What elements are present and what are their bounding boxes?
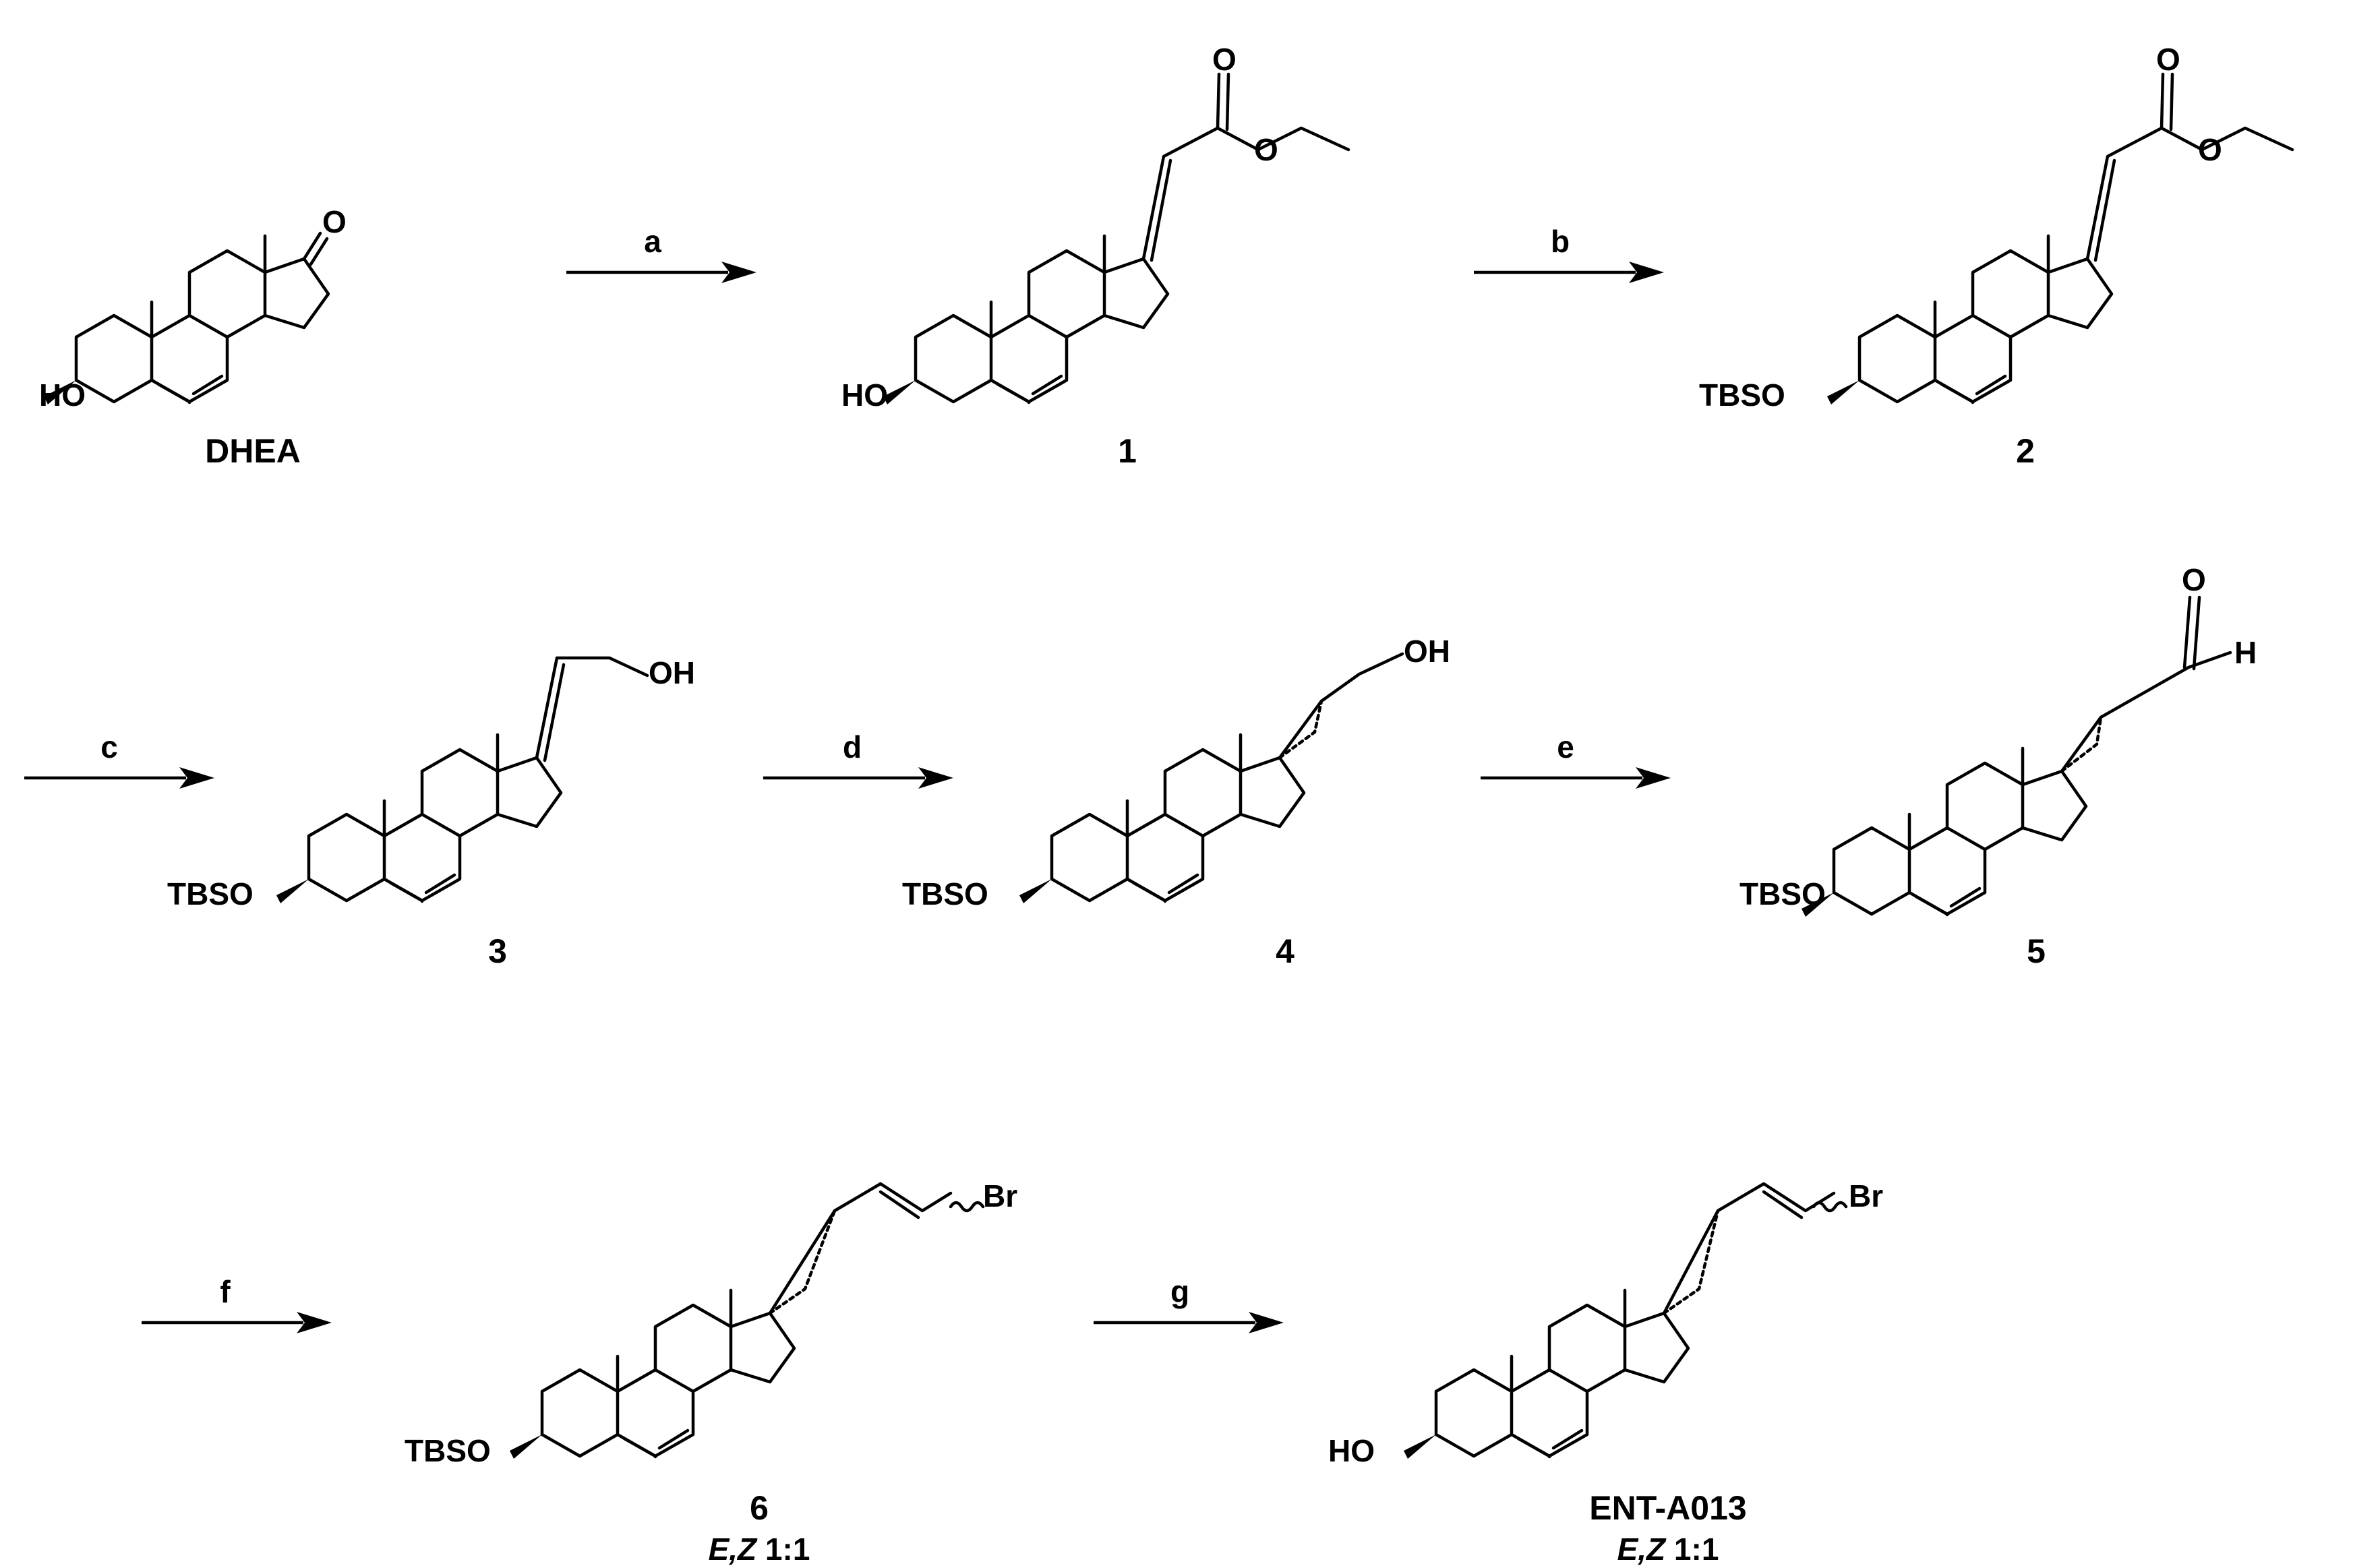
reaction-arrow-a: a [566, 224, 756, 283]
compound-label: DHEA [205, 432, 301, 470]
reagent-label: c [100, 729, 118, 764]
compound-label: 1 [1118, 432, 1137, 470]
atom-label: Br [1849, 1178, 1883, 1213]
atom-label: OH [649, 655, 695, 690]
compound-label: 4 [1276, 932, 1295, 970]
reagent-label: e [1557, 729, 1574, 764]
reagent-label: g [1170, 1274, 1189, 1309]
compound-label: 3 [488, 932, 507, 970]
c3-substituent: HO [841, 378, 888, 413]
atom-label: O [2156, 42, 2180, 77]
atom-label: O [2198, 132, 2222, 167]
compound-5: O H TBSO 5 [1739, 562, 2257, 970]
atom-label: O [2182, 562, 2206, 597]
compound-2: O O TBSO 2 [1699, 42, 2294, 470]
c3-substituent: TBSO [1739, 876, 1826, 911]
reagent-label: b [1551, 224, 1570, 259]
reagent-label: a [644, 224, 661, 259]
c3-substituent: HO [39, 378, 86, 413]
reaction-arrow-g: g [1094, 1274, 1284, 1333]
compound-dhea: O HO DHEA [39, 204, 347, 470]
atom-label: OH [1404, 634, 1450, 669]
atom-label: O [1254, 132, 1278, 167]
reaction-arrow-e: e [1481, 729, 1671, 789]
reaction-arrow-b: b [1474, 224, 1664, 283]
reagent-label: f [220, 1274, 231, 1309]
reagent-label: d [843, 729, 862, 764]
compound-label: 2 [2016, 432, 2035, 470]
atom-label: Br [983, 1178, 1017, 1213]
c3-substituent: TBSO [167, 876, 254, 911]
c3-substituent: TBSO [902, 876, 988, 911]
compound-3: OH TBSO 3 [167, 655, 695, 970]
atom-label: O [1212, 42, 1237, 77]
c3-substituent: HO [1328, 1433, 1375, 1468]
compound-label: 6 [750, 1489, 769, 1527]
reaction-arrow-f: f [142, 1274, 332, 1333]
c3-substituent: TBSO [1699, 378, 1785, 413]
compound-6: Br TBSO 6 E,Z 1:1 [405, 1178, 1017, 1567]
reaction-arrow-d: d [763, 729, 953, 789]
isomer-ratio: E,Z 1:1 [709, 1532, 810, 1567]
c3-substituent: TBSO [405, 1433, 491, 1468]
compound-label: 5 [2027, 932, 2046, 970]
compound-4: OH TBSO 4 [902, 634, 1450, 970]
compound-ent-a013: Br HO ENT-A013 E,Z 1:1 [1328, 1178, 1883, 1567]
atom-label: H [2234, 635, 2257, 670]
compound-1: O O HO 1 [841, 42, 1350, 470]
compound-label: ENT-A013 [1589, 1489, 1746, 1527]
reaction-arrow-c: c [24, 729, 214, 789]
isomer-ratio: E,Z 1:1 [1617, 1532, 1719, 1567]
atom-label: O [322, 204, 347, 239]
